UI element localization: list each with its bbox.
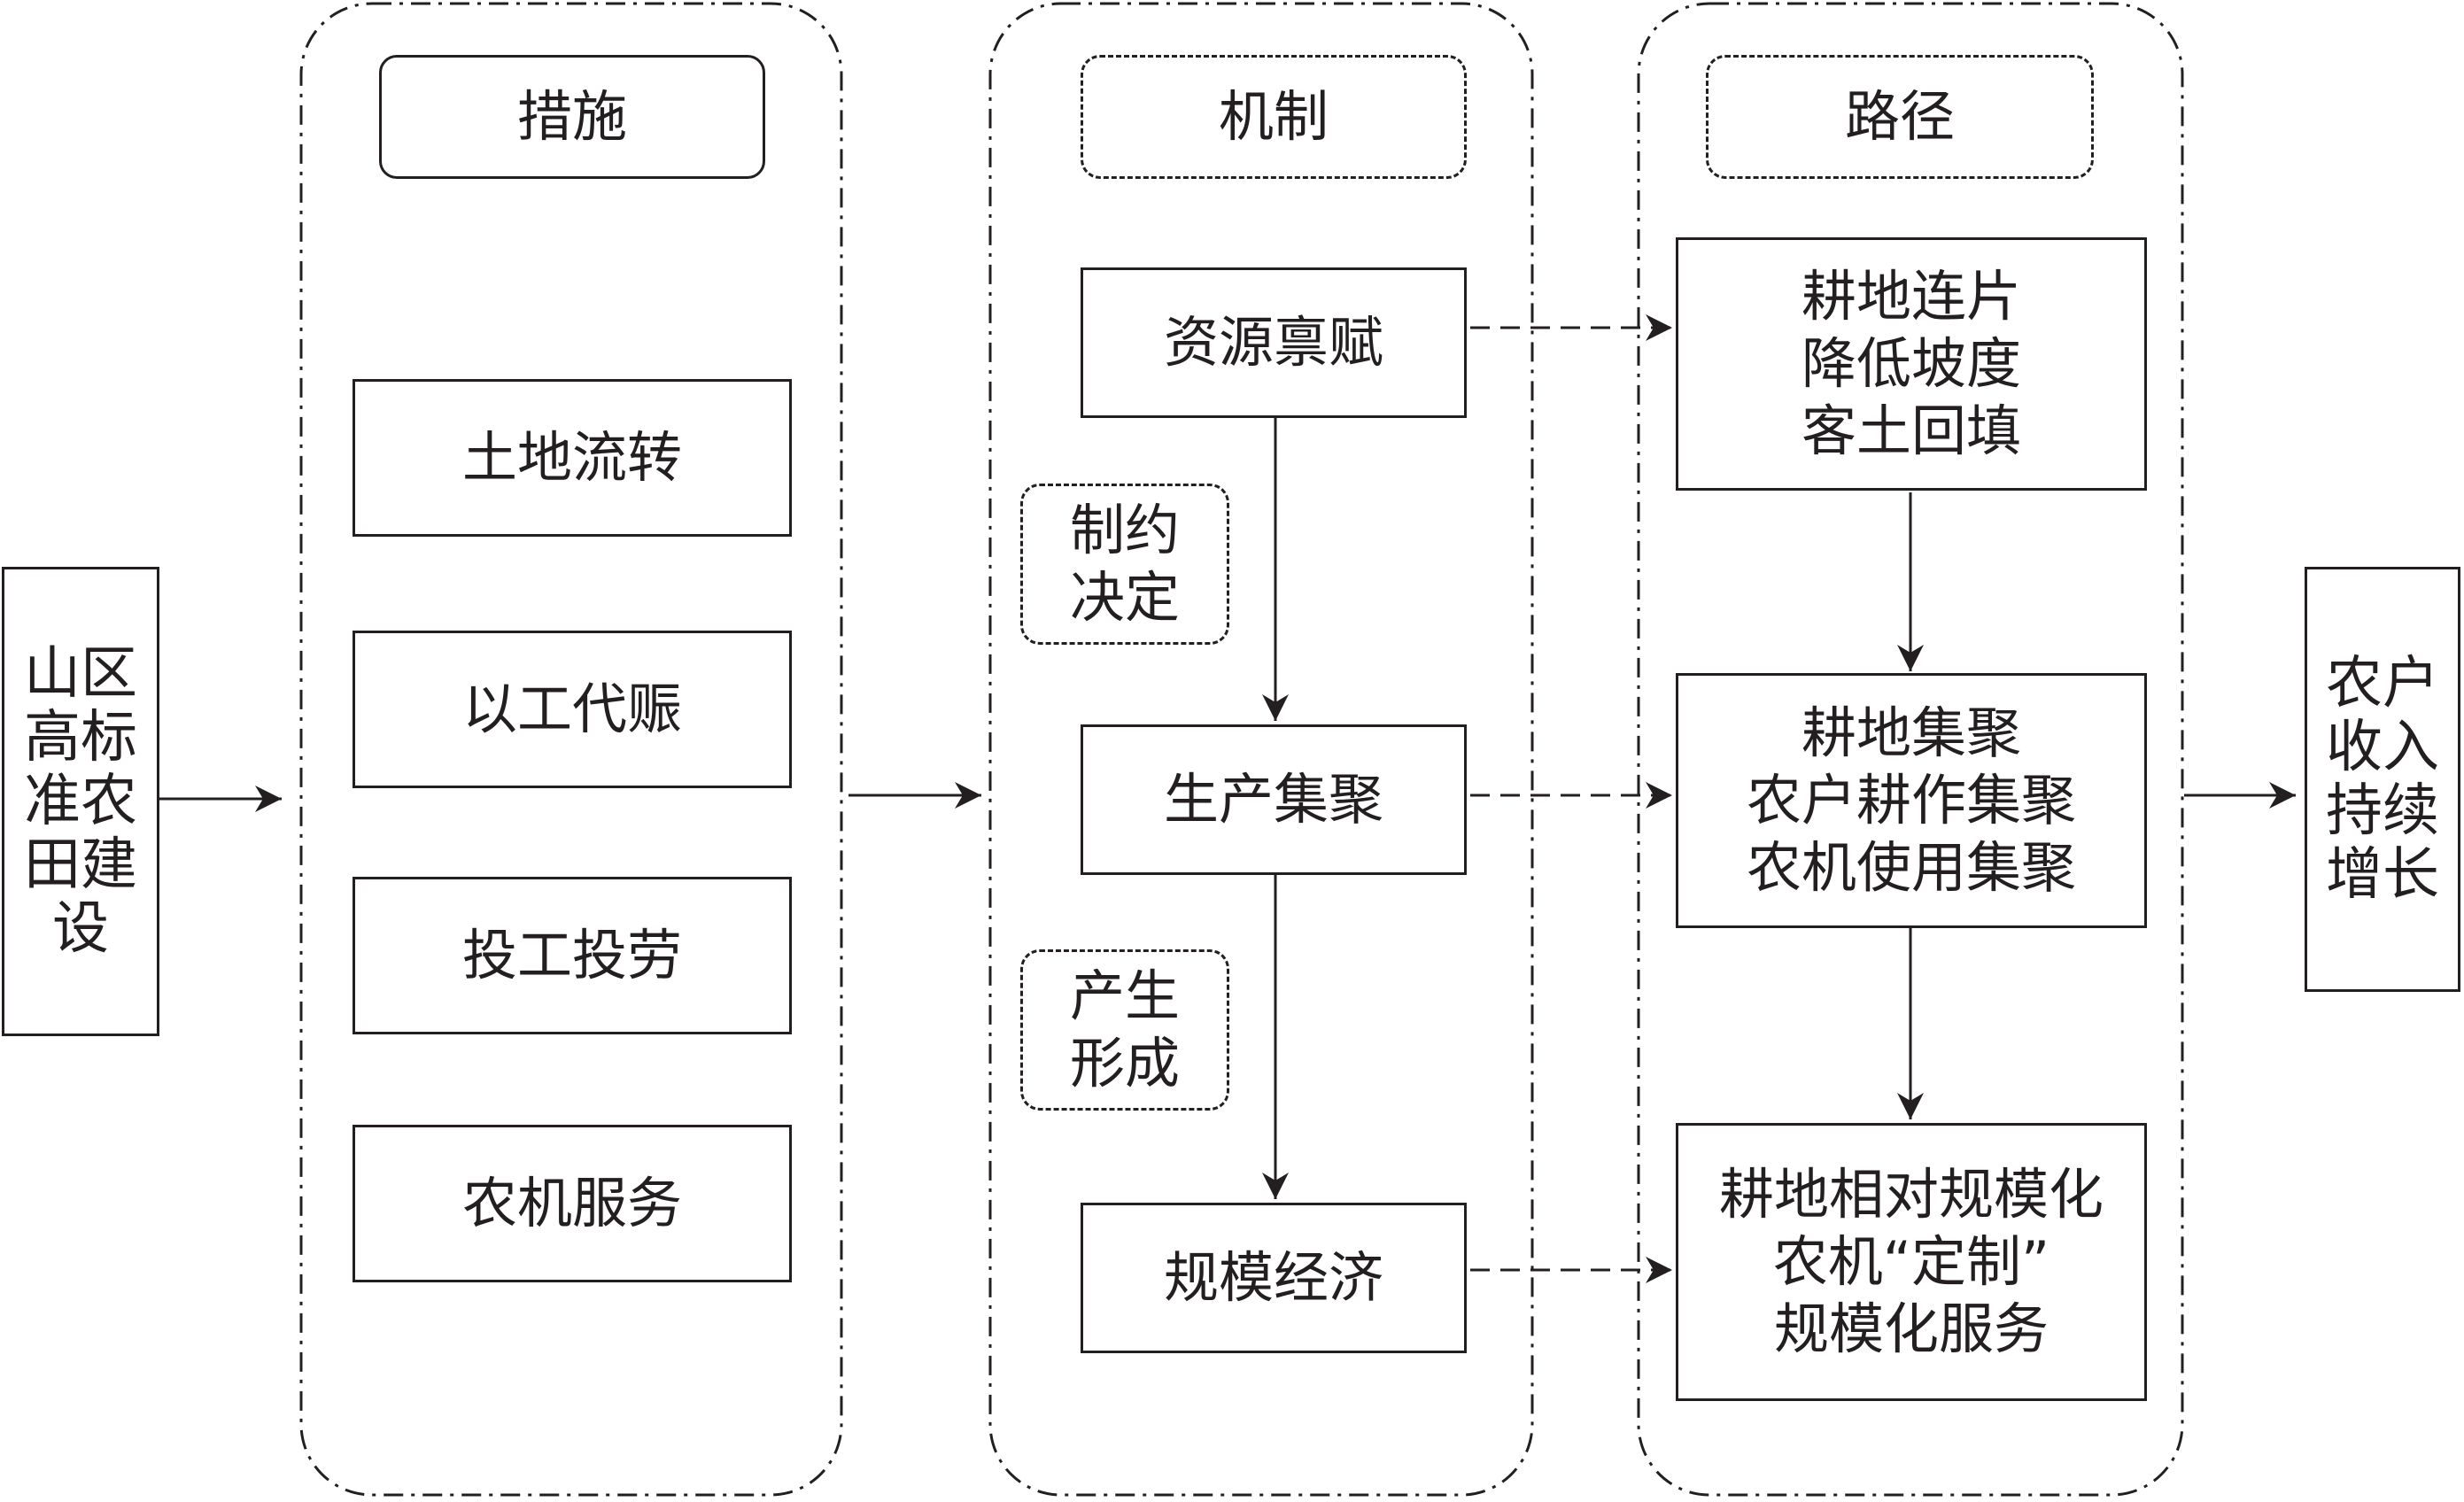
path-group — [1637, 2, 2184, 1497]
measure-item: 农机服务 — [353, 1125, 792, 1282]
output-box: 农户 收入 持续 增长 — [2305, 567, 2460, 992]
mechanism-item: 资源禀赋 — [1081, 267, 1467, 418]
path-item: 耕地连片 降低坡度 客土回填 — [1676, 237, 2147, 491]
mechanism-header-label: 机制 — [1218, 84, 1329, 149]
mechanism-link-label: 制约 决定 — [1020, 484, 1229, 645]
mechanism-item-label: 资源禀赋 — [1163, 310, 1383, 375]
mechanism-item: 生产集聚 — [1081, 724, 1467, 875]
mechanism-link-label: 产生 形成 — [1020, 949, 1229, 1111]
measure-item-label: 投工投劳 — [461, 923, 682, 987]
path-item: 耕地相对规模化 农机“定制” 规模化服务 — [1676, 1123, 2147, 1401]
measure-item: 土地流转 — [353, 379, 792, 537]
input-label: 山区 高标 准农 田建 设 — [24, 641, 137, 962]
measure-item-label: 土地流转 — [461, 425, 682, 490]
mechanism-item-label: 规模经济 — [1163, 1245, 1383, 1310]
mechanism-link-text: 产生 形成 — [1069, 964, 1180, 1096]
path-header-label: 路径 — [1844, 84, 1955, 149]
path-item-label: 耕地相对规模化 农机“定制” 规模化服务 — [1718, 1162, 2104, 1361]
measure-item: 以工代赈 — [353, 631, 792, 788]
mechanism-item: 规模经济 — [1081, 1203, 1467, 1353]
measures-group — [299, 2, 843, 1497]
path-item-label: 耕地集聚 农户耕作集聚 农机使用集聚 — [1746, 701, 2076, 900]
mechanism-item-label: 生产集聚 — [1163, 767, 1383, 832]
measure-item: 投工投劳 — [353, 877, 792, 1034]
mechanism-link-text: 制约 决定 — [1069, 498, 1180, 630]
measure-item-label: 农机服务 — [461, 1171, 682, 1235]
path-header: 路径 — [1706, 55, 2094, 179]
mechanism-header: 机制 — [1081, 55, 1467, 179]
input-box: 山区 高标 准农 田建 设 — [2, 567, 159, 1036]
measures-header: 措施 — [379, 55, 765, 179]
path-item: 耕地集聚 农户耕作集聚 农机使用集聚 — [1676, 673, 2147, 928]
measure-item-label: 以工代赈 — [461, 677, 682, 741]
path-item-label: 耕地连片 降低坡度 客土回填 — [1801, 264, 2021, 463]
mechanism-group — [988, 2, 1534, 1497]
output-label: 农户 收入 持续 增长 — [2326, 651, 2439, 908]
measures-header-label: 措施 — [516, 84, 627, 149]
